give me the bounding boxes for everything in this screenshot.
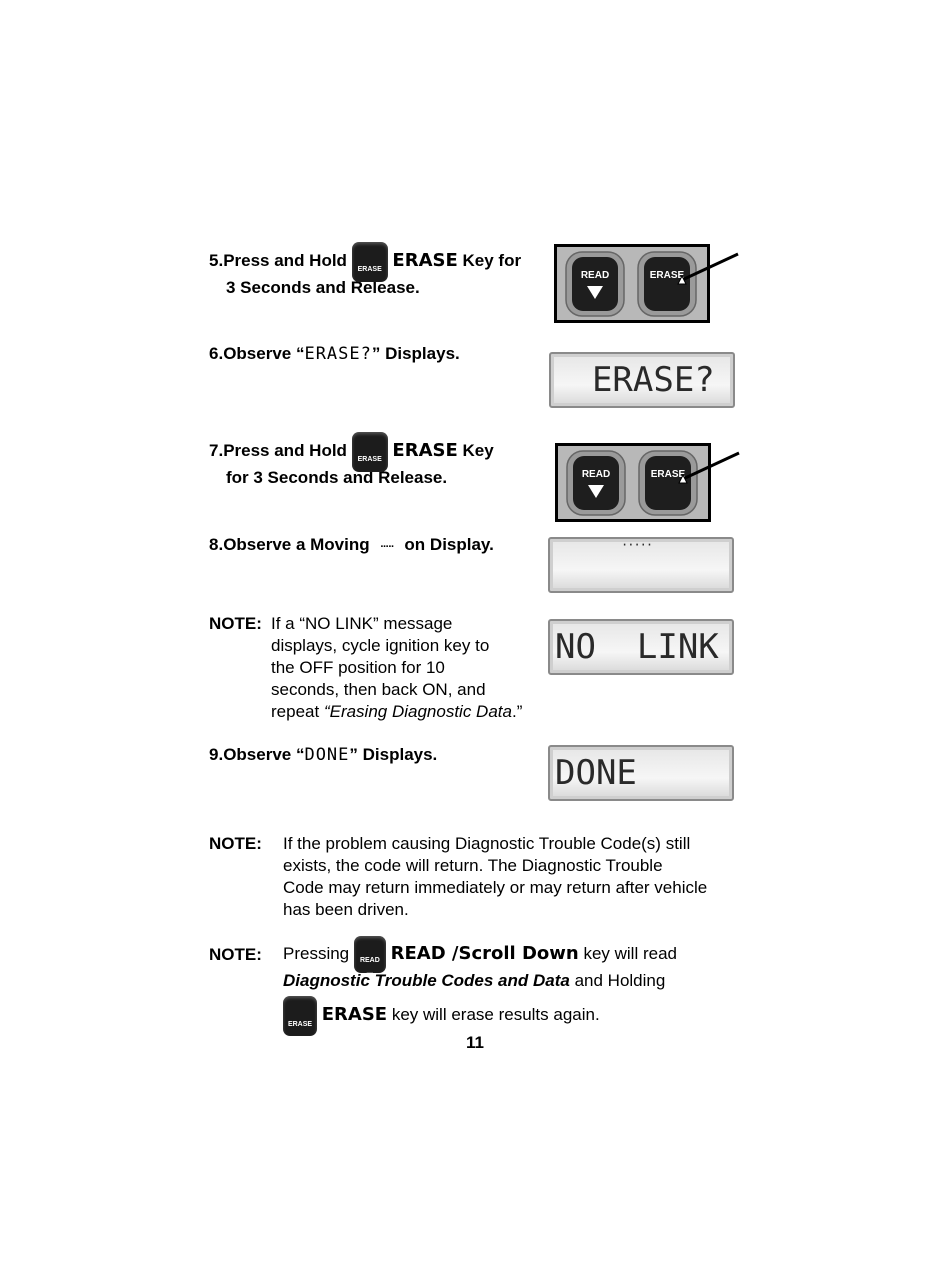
note-1-line-5a: repeat bbox=[271, 702, 324, 721]
lcd-done-text: DONE bbox=[555, 753, 637, 793]
note-3-label: NOTE: bbox=[209, 945, 262, 964]
pointer-arrow-icon bbox=[678, 473, 688, 484]
lcd-no-link: NO LINK bbox=[548, 619, 734, 675]
note-1-line-3: the OFF position for 10 bbox=[271, 658, 445, 677]
note-1-line-5b: “Erasing Diagnostic Data bbox=[323, 702, 512, 721]
note-2-line-4: has been driven. bbox=[283, 900, 409, 919]
note-2-line-2: exists, the code will return. The Diagno… bbox=[283, 856, 663, 875]
note-2-line-1: If the problem causing Diagnostic Troubl… bbox=[283, 834, 691, 853]
read-key-icon: READ▼ bbox=[353, 936, 386, 982]
note-1-label: NOTE: bbox=[209, 614, 262, 633]
note-2-line-3: Code may return immediately or may retur… bbox=[283, 878, 708, 897]
keypad-read-label: READ bbox=[582, 469, 610, 480]
erase-key-icon: ERASE bbox=[351, 431, 388, 472]
step-7: 7.Press and Hold ERASE ERASE Key for 3 S… bbox=[209, 430, 549, 491]
note-1-line-2: displays, cycle ignition key to bbox=[271, 636, 490, 655]
note-1-line-1: If a “NO LINK” message bbox=[271, 614, 453, 633]
keypad-erase-label: ERASE bbox=[651, 469, 686, 480]
step-8: 8.Observe a Moving ····· on Display. bbox=[209, 531, 494, 561]
step-9-number: 9. bbox=[209, 745, 224, 764]
note-3-read-post: key will read bbox=[583, 944, 677, 963]
down-arrow-icon bbox=[587, 286, 603, 299]
step-5-text-b: Key for bbox=[462, 251, 522, 270]
step-8-number: 8. bbox=[209, 535, 224, 554]
erase-key-icon: ERASE bbox=[351, 241, 388, 282]
lcd-moving: ····· bbox=[548, 537, 734, 593]
lcd-erase-text: ERASE? bbox=[551, 360, 715, 400]
step-5: 5.Press and Hold ERASE ERASE Key for 3 S… bbox=[209, 240, 549, 301]
keypad-erase-label: ERASE bbox=[650, 270, 685, 281]
step-9-display-text: DONE bbox=[304, 745, 350, 765]
keypad-illustration-2: READ ERASE bbox=[555, 443, 740, 522]
step-5-text-a: Press and Hold bbox=[223, 251, 347, 270]
step-6-text-b: ” Displays. bbox=[371, 344, 460, 363]
note-3-and-holding: and Holding bbox=[574, 971, 666, 990]
pointer-arrow-icon bbox=[677, 274, 687, 285]
step-9-text-a: Observe “ bbox=[223, 745, 305, 764]
step-6-number: 6. bbox=[209, 344, 224, 363]
step-7-number: 7. bbox=[209, 441, 224, 460]
down-arrow-icon bbox=[588, 485, 604, 498]
step-8-moving-symbol: ····· bbox=[380, 541, 394, 553]
note-1-line-5c: .” bbox=[511, 702, 523, 721]
step-8-text-a: Observe a Moving bbox=[223, 535, 370, 554]
step-7-text-b: Key bbox=[462, 441, 494, 460]
step-6-display-text: ERASE? bbox=[304, 344, 372, 364]
note-3-italic: Diagnostic Trouble Codes and Data bbox=[283, 971, 570, 990]
lcd-erase: ERASE? bbox=[549, 352, 735, 408]
note-2-label: NOTE: bbox=[209, 834, 262, 853]
keypad-illustration-1: READ ERASE bbox=[554, 244, 739, 323]
step-6: 6.Observe “ERASE?” Displays. bbox=[209, 340, 460, 368]
step-9: 9.Observe “DONE” Displays. bbox=[209, 741, 437, 769]
note-3-pressing: Pressing bbox=[283, 944, 350, 963]
note-3-erase-post: key will erase results again. bbox=[391, 1005, 600, 1024]
step-8-text-b: on Display. bbox=[404, 535, 494, 554]
note-3-read-key: READ /Scroll Down bbox=[390, 943, 579, 964]
step-9-text-b: ” Displays. bbox=[349, 745, 438, 764]
step-7-text-a: Press and Hold bbox=[223, 441, 347, 460]
step-5-text-c: 3 Seconds and Release. bbox=[226, 278, 420, 297]
erase-key-icon: ERASE bbox=[283, 995, 317, 1036]
keypad-read-label: READ bbox=[581, 270, 609, 281]
lcd-moving-text: ····· bbox=[621, 538, 653, 552]
page-number: 11 bbox=[466, 1033, 484, 1052]
note-3-erase-key: ERASE bbox=[321, 1004, 388, 1025]
step-7-key: ERASE bbox=[392, 440, 458, 461]
step-5-number: 5. bbox=[209, 251, 224, 270]
lcd-no-link-text: NO LINK bbox=[555, 627, 719, 667]
step-6-text-a: Observe “ bbox=[223, 344, 305, 363]
step-5-key: ERASE bbox=[392, 250, 458, 271]
lcd-done: DONE bbox=[548, 745, 734, 801]
step-7-text-c: for 3 Seconds and Release. bbox=[226, 468, 448, 487]
note-1-line-4: seconds, then back ON, and bbox=[271, 680, 486, 699]
